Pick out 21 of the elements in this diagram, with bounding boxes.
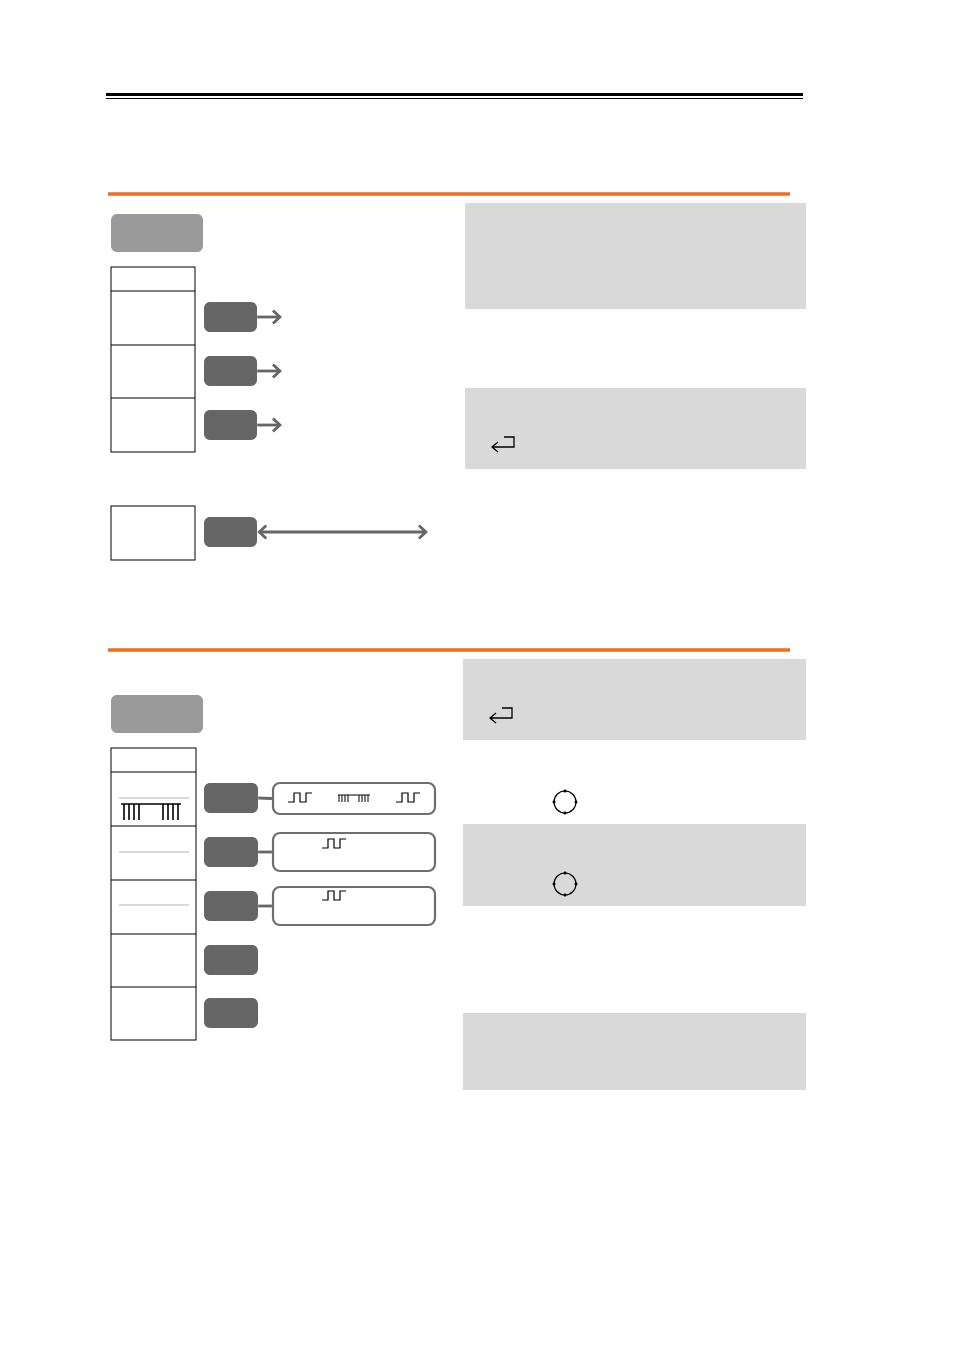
softkey-button: [204, 356, 257, 386]
softkey-button: [204, 302, 257, 332]
arrow: [257, 417, 282, 433]
softkey-button: [204, 891, 258, 921]
connector-line: [258, 796, 272, 800]
arrow: [257, 309, 282, 325]
arrow: [257, 524, 428, 540]
softkey-button: [204, 517, 257, 547]
menu-key: [111, 214, 203, 252]
menu-key: [111, 695, 203, 733]
connector-line: [258, 850, 272, 854]
softkey-button: [204, 837, 258, 867]
option-box: [271, 885, 437, 927]
connector-line: [258, 904, 272, 908]
softkey-button: [204, 945, 258, 975]
option-box: [271, 781, 437, 816]
arrow: [257, 363, 282, 379]
softkey-button: [204, 410, 257, 440]
softkey-button: [204, 783, 258, 813]
softkey-button: [204, 998, 258, 1028]
option-box: [271, 831, 437, 873]
